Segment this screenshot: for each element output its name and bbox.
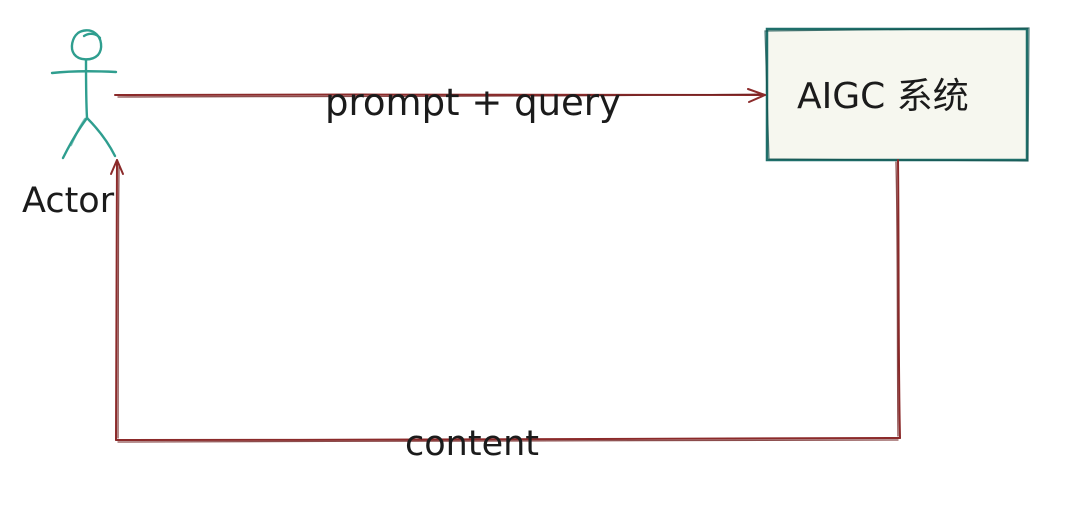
system-box xyxy=(764,27,1030,162)
response-arrow xyxy=(110,159,901,443)
system-label: AIGC 系统 xyxy=(797,76,969,117)
response-label: content xyxy=(405,424,539,464)
request-label: prompt + query xyxy=(325,81,621,124)
actor-label: Actor xyxy=(22,181,115,221)
request-arrow xyxy=(114,88,766,103)
actor-icon xyxy=(50,29,118,160)
